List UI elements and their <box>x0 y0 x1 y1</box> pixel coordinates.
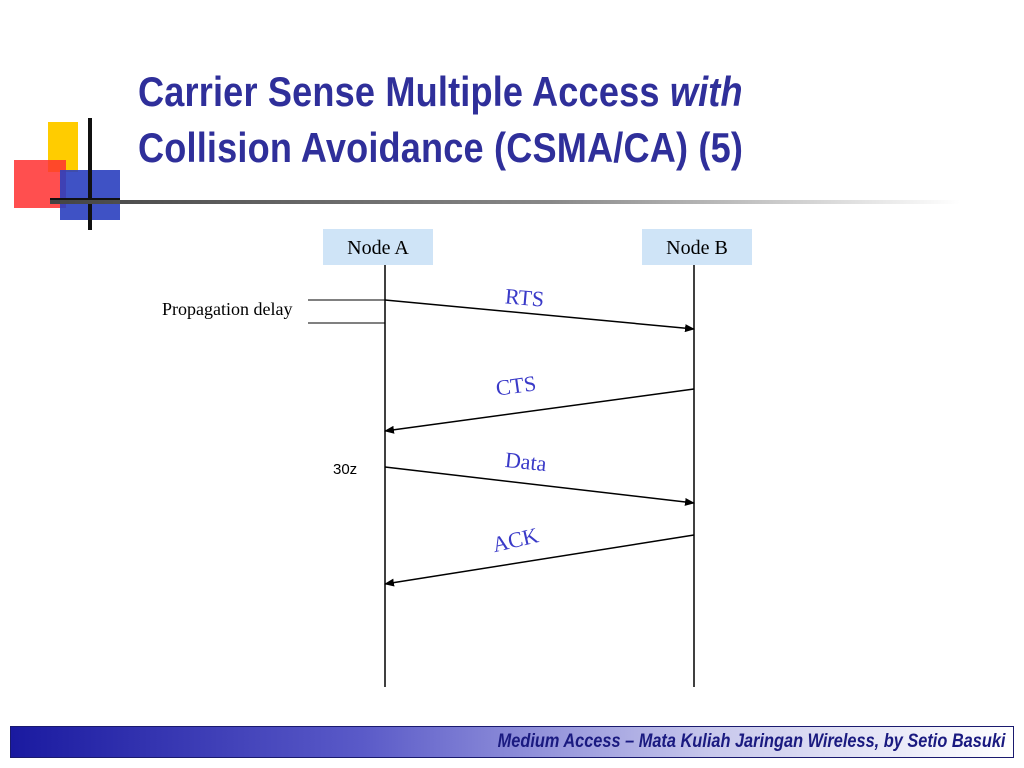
node-a-label: Node A <box>347 237 409 259</box>
node-b-box <box>642 229 752 265</box>
node-b-label: Node B <box>666 237 728 259</box>
ack-arrow <box>384 534 695 587</box>
node-a-box <box>323 229 433 265</box>
cts-label: CTS <box>494 370 537 400</box>
ack-label: ACK <box>490 522 541 557</box>
title-line-1: Carrier Sense Multiple Access <box>138 68 670 115</box>
time-label: 30z <box>333 461 357 478</box>
cts-arrow <box>384 388 695 434</box>
propagation-delay-label: Propagation delay <box>162 299 292 319</box>
title-italic-word: with <box>669 68 743 115</box>
slide-footer: Medium Access – Mata Kuliah Jaringan Wir… <box>10 726 1014 758</box>
slide-logo-icon <box>14 118 120 230</box>
title-line-2: Collision Avoidance (CSMA/CA) (5) <box>138 124 744 171</box>
data-label: Data <box>504 447 548 476</box>
footer-text: Medium Access – Mata Kuliah Jaringan Wir… <box>497 731 1005 752</box>
rts-label: RTS <box>504 283 545 311</box>
rts-arrow <box>384 299 695 333</box>
data-arrow <box>384 466 695 506</box>
title-divider <box>50 200 960 204</box>
slide-title: Carrier Sense Multiple Access with Colli… <box>138 64 878 176</box>
